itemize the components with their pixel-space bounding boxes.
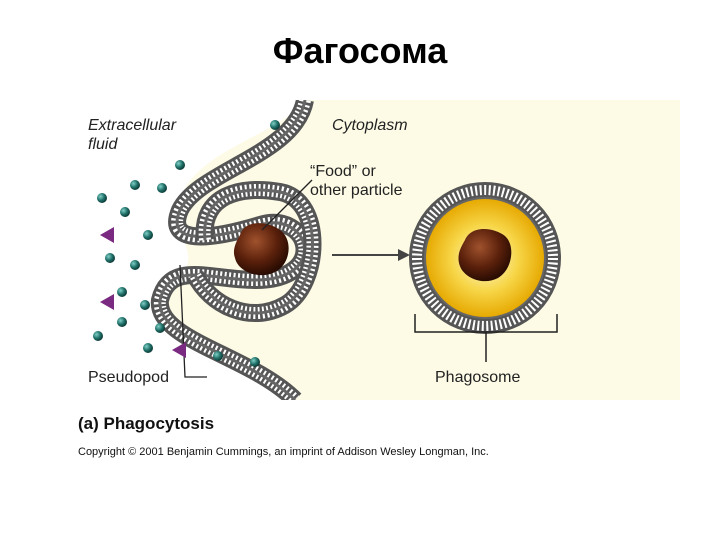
cytoplasm-label: Cytoplasm (332, 117, 408, 134)
copyright-notice: Copyright © 2001 Benjamin Cummings, an i… (78, 446, 489, 458)
food-leader-line (261, 179, 313, 231)
purple-triangle-icon (100, 227, 186, 358)
slide-title: Фагосома (272, 30, 448, 71)
pseudopod-leader-line (179, 264, 207, 378)
food-particle (233, 223, 289, 276)
phagosome-particle (458, 229, 512, 282)
phagosome-label: Phagosome (435, 369, 521, 386)
phagocytosis-diagram (93, 100, 680, 400)
phagosome-vesicle (409, 182, 561, 334)
pseudopod-label: Pseudopod (88, 369, 169, 386)
arrow-right-icon (332, 249, 410, 261)
figure-caption: (a) Phagocytosis (78, 414, 215, 433)
extracellular-fluid-label: Extracellular fluid (88, 117, 177, 153)
teal-dot-icon (93, 120, 280, 367)
phagocytosis-figure: Extracellular fluid Cytoplasm “Food” or … (80, 100, 680, 400)
engulfing-membrane (186, 181, 322, 323)
phagosome-bracket (414, 314, 558, 362)
food-particle-label: “Food” or other particle (310, 163, 403, 199)
